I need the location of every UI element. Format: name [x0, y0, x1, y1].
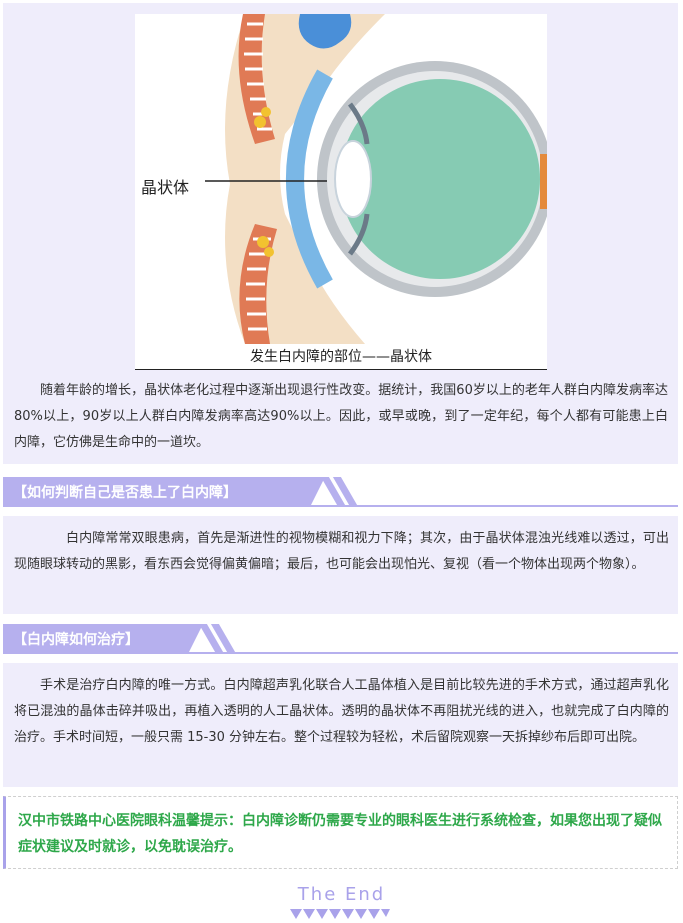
section2-panel: 手术是治疗白内障的唯一方式。白内障超声乳化联合人工晶体植入是目前比较先进的手术方… — [3, 663, 678, 787]
hospital-notice-text: 汉中市铁路中心医院眼科温馨提示：白内障诊断仍需要专业的眼科医生进行系统检查，如果… — [18, 813, 662, 855]
eye-illustration: 晶状体 — [135, 14, 547, 369]
section1-heading: 【如何判断自己是否患上了白内障】 — [13, 485, 237, 501]
lens-label: 晶状体 — [141, 178, 190, 197]
hospital-notice-box: 汉中市铁路中心医院眼科温馨提示：白内障诊断仍需要专业的眼科医生进行系统检查，如果… — [3, 796, 678, 869]
lower-eyelid — [239, 224, 277, 344]
section1-paragraph: 白内障常常双眼患病，首先是渐进性的视物模糊和视力下降；其次，由于晶状体混浊光线难… — [14, 531, 669, 572]
section2-heading-tab: 【白内障如何治疗】 — [3, 624, 203, 652]
section1-panel: 白内障常常双眼患病，首先是渐进性的视物模糊和视力下降；其次，由于晶状体混浊光线难… — [3, 516, 678, 614]
upper-eyelid — [238, 14, 275, 144]
footer-triangles — [290, 909, 390, 919]
intro-paragraph: 随着年龄的增长，晶状体老化过程中逐渐出现退行性改变。据统计，我国60岁以上的老年… — [14, 383, 668, 450]
the-end-footer: The End — [297, 884, 386, 905]
section2-heading-bar: 【白内障如何治疗】 — [3, 624, 678, 654]
heading-underline — [3, 652, 678, 654]
eye-diagram — [205, 14, 547, 344]
figure-caption: 发生白内障的部位——晶状体 — [250, 349, 432, 365]
section1-heading-tab: 【如何判断自己是否患上了白内障】 — [3, 477, 325, 505]
section2-paragraph: 手术是治疗白内障的唯一方式。白内障超声乳化联合人工晶体植入是目前比较先进的手术方… — [14, 678, 669, 745]
section2-heading: 【白内障如何治疗】 — [13, 632, 139, 648]
section1-heading-bar: 【如何判断自己是否患上了白内障】 — [3, 477, 678, 507]
lens-shape — [334, 140, 372, 218]
caption-underline — [135, 369, 547, 370]
heading-underline — [3, 505, 678, 507]
